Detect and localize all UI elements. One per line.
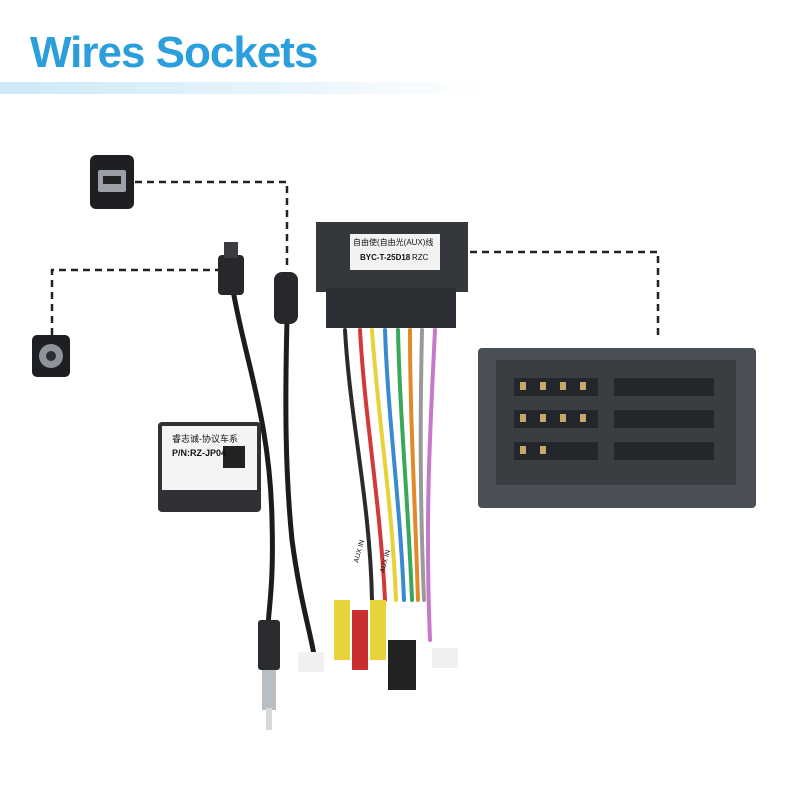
- harness-main-connector: [316, 222, 468, 328]
- leader-usb: [135, 180, 289, 268]
- antenna-plug-icon: [218, 242, 244, 295]
- module-label-line1: 睿志诚-协议车系: [172, 434, 238, 444]
- title-underline: [0, 82, 480, 94]
- module-label-line2: P/N:RZ-JP04: [172, 448, 227, 458]
- usb-socket-icon: [90, 155, 134, 209]
- harness-label-line1: 自由使(自由光(AUX)线: [353, 238, 434, 247]
- leader-lines: [50, 180, 660, 340]
- wire-bundle: [343, 328, 437, 642]
- antenna-socket-icon: [32, 335, 70, 377]
- harness-label-line2: BYC-T-25D18: [360, 253, 411, 262]
- rca-plugs: [298, 600, 458, 690]
- harness-label-code: RZC: [412, 253, 429, 262]
- fm-antenna-plug-icon: [258, 620, 280, 730]
- usb-plug-icon: [274, 272, 298, 324]
- leader-antenna: [50, 268, 218, 335]
- page-title: Wires Sockets: [30, 28, 318, 77]
- vehicle-socket: [478, 348, 756, 508]
- cables: [230, 287, 318, 663]
- can-decoder-module: [158, 422, 261, 512]
- leader-harness: [470, 250, 660, 340]
